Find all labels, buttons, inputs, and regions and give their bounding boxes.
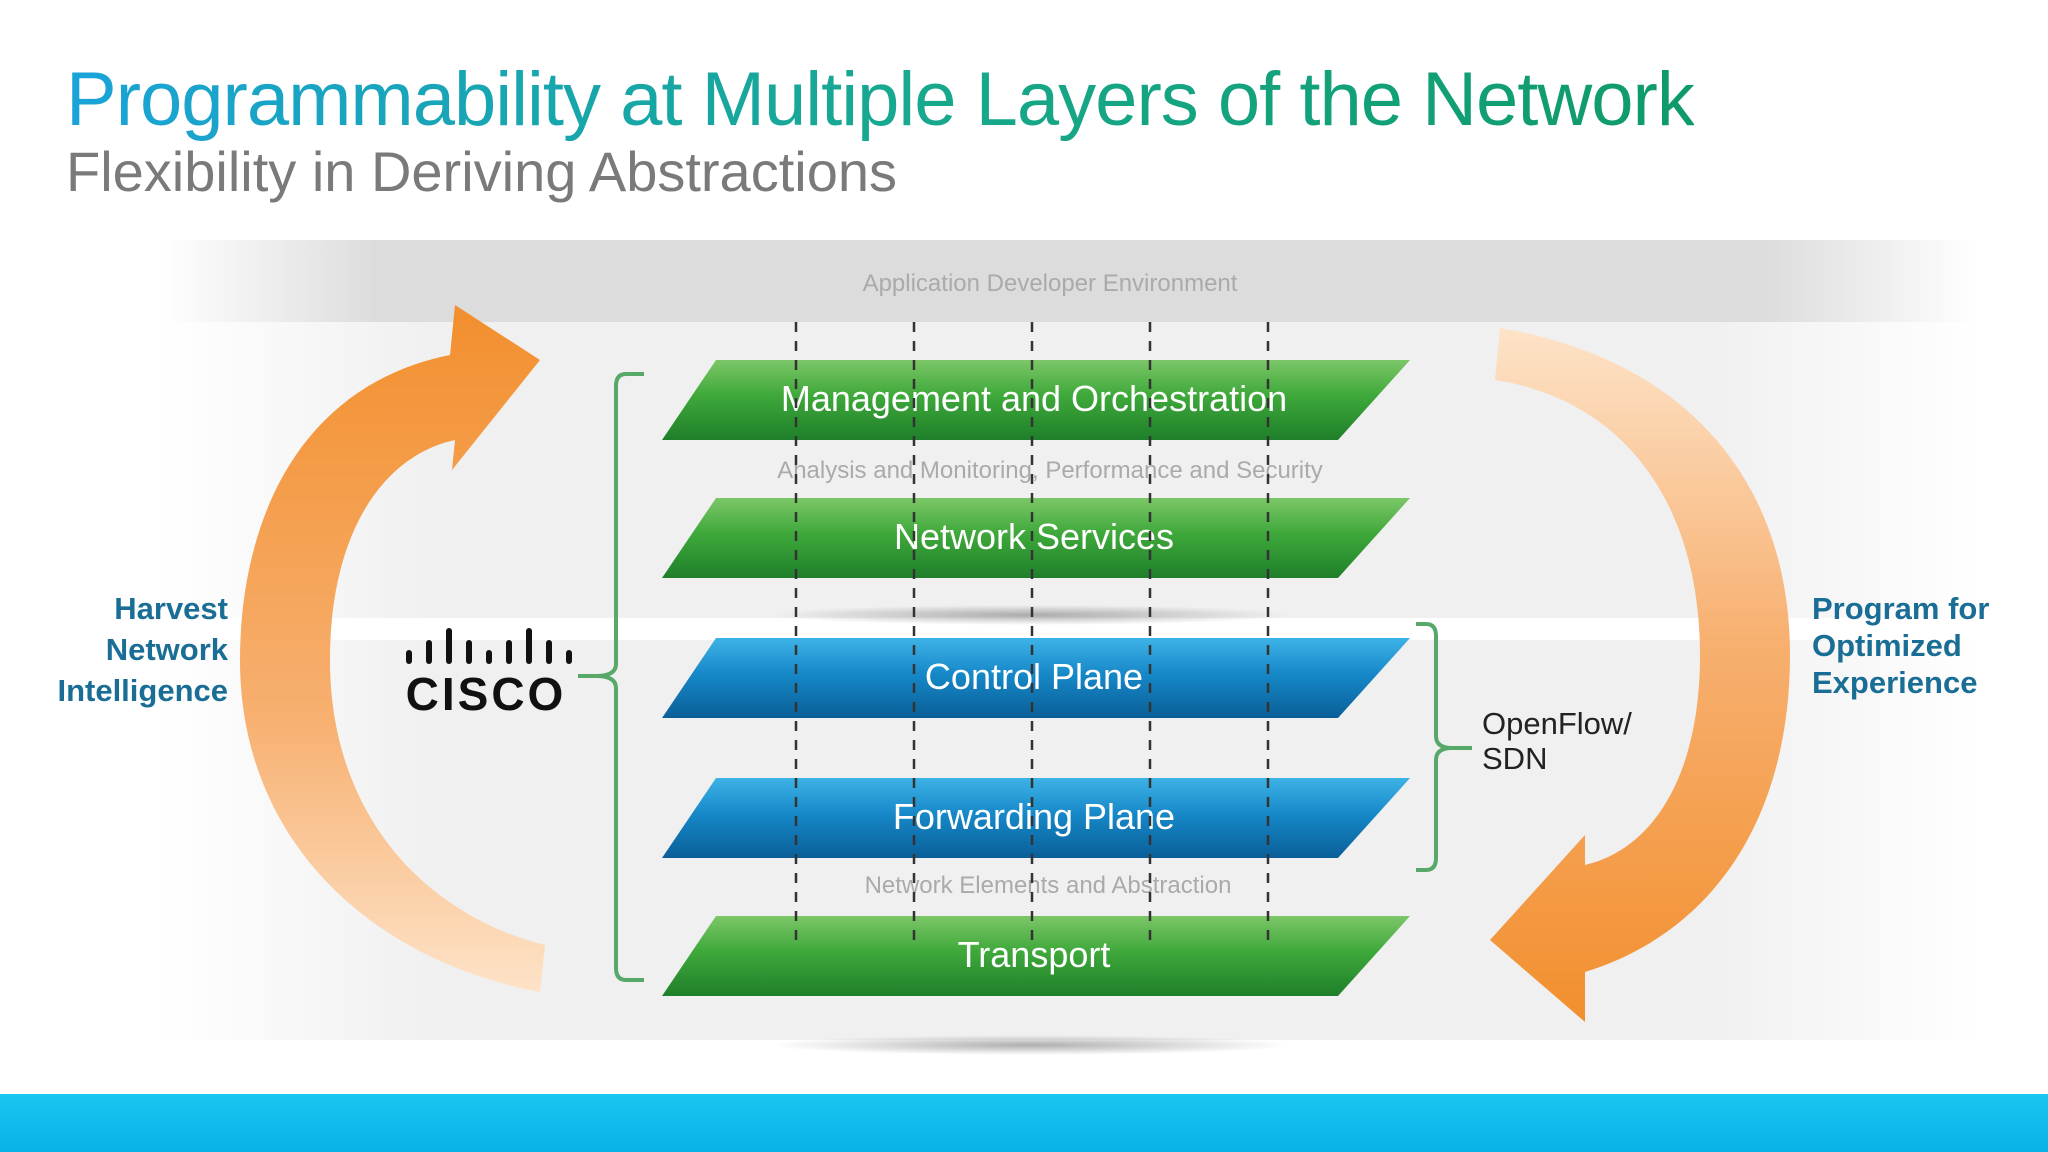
- layer-shadow: [770, 605, 1290, 625]
- network-elements-label: Network Elements and Abstraction: [865, 872, 1232, 899]
- layer-shadow: [770, 1035, 1290, 1055]
- svg-text:Management and Orchestration: Management and Orchestration: [781, 378, 1287, 419]
- svg-text:Control Plane: Control Plane: [925, 656, 1143, 697]
- page-subtitle: Flexibility in Deriving Abstractions: [66, 140, 897, 203]
- page-title: Programmability at Multiple Layers of th…: [66, 57, 1695, 142]
- openflow-sdn-label: OpenFlow/ SDN: [1482, 706, 1632, 776]
- dashed-connector-lines: [794, 322, 1270, 944]
- program-optimized-experience-label: Program for Optimized Experience: [1812, 591, 1990, 700]
- app-developer-label: Application Developer Environment: [863, 270, 1238, 297]
- brand-footer-bar: [0, 1094, 2048, 1152]
- layer-management-orchestration: Management and Orchestration: [662, 360, 1410, 440]
- cisco-logo: CISCO: [406, 628, 572, 720]
- svg-text:Network Services: Network Services: [894, 516, 1174, 557]
- layer-forwarding-plane: Forwarding Plane: [662, 778, 1410, 858]
- svg-text:Transport: Transport: [958, 934, 1111, 975]
- layer-network-services: Network Services: [662, 498, 1410, 578]
- app-developer-band: [160, 240, 1980, 322]
- svg-text:Forwarding Plane: Forwarding Plane: [893, 796, 1175, 837]
- layer-control-plane: Control Plane: [662, 638, 1410, 718]
- analysis-monitoring-label: Analysis and Monitoring, Performance and…: [777, 457, 1323, 484]
- program-arrow: [1490, 328, 1790, 1022]
- harvest-arrow: [240, 305, 545, 992]
- layer-transport: Transport: [662, 916, 1410, 996]
- harvest-network-intelligence-label: Harvest Network Intelligence: [57, 591, 228, 708]
- cisco-wordmark: CISCO: [406, 668, 567, 720]
